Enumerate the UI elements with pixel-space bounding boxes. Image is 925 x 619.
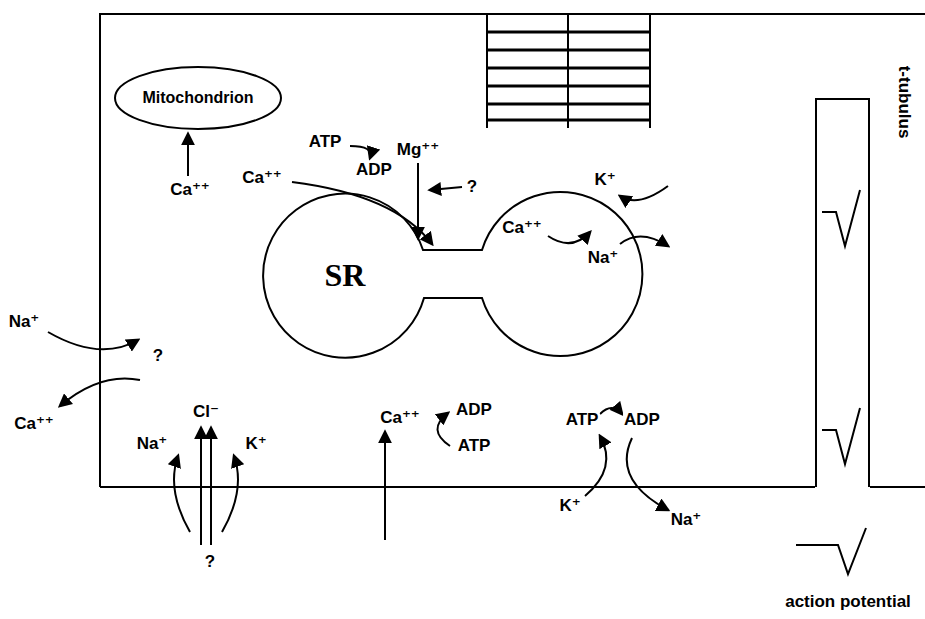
ion-label: ?: [152, 347, 164, 366]
ellipse-outline: [115, 67, 281, 129]
flux-arrow: [620, 236, 668, 246]
sarcolemma: [100, 486, 815, 488]
spike-trace: [822, 408, 860, 464]
flux-arrow: [430, 187, 462, 190]
sarcolemma: [870, 486, 925, 488]
flux-arrow: [548, 232, 590, 243]
ion-label: Ca⁺⁺: [241, 169, 283, 188]
flux-arrow: [627, 438, 668, 510]
flux-arrow: [48, 332, 138, 349]
ion-label: ATP: [565, 411, 600, 430]
ion-label: Ca⁺⁺: [379, 409, 421, 428]
node-label: t-tubulus: [894, 66, 914, 139]
atp-arrow: [350, 146, 371, 158]
ion-label: Ca⁺⁺: [13, 415, 55, 434]
ion-label: K⁺: [593, 171, 616, 190]
transport-arrows: [48, 134, 668, 545]
sarcoplasmic-reticulum: SR: [263, 193, 642, 357]
cell-membrane: [100, 14, 925, 487]
flux-arrow: [417, 163, 419, 238]
sr-outline: [263, 193, 642, 357]
sarcolemma: [100, 14, 925, 487]
flux-arrow: [200, 428, 202, 545]
flux-arrow: [292, 182, 432, 244]
ion-label: K⁺: [558, 497, 581, 516]
atp-arrow: [437, 413, 450, 446]
ion-label: Cl⁻: [192, 403, 220, 422]
node-label: Mitochondrion: [142, 89, 253, 107]
spike-trace: [796, 528, 866, 574]
ion-label: ADP: [455, 401, 493, 420]
flux-arrow: [60, 378, 140, 406]
flux-arrow: [210, 428, 212, 545]
ion-label: action potential: [784, 593, 912, 612]
ion-label: Na⁺: [136, 435, 169, 454]
ion-label: Ca⁺⁺: [169, 181, 211, 200]
ion-label: Na⁺: [587, 249, 620, 268]
mitochondrion: Mitochondrion: [114, 66, 282, 130]
t-tubule: t-tubulus: [815, 98, 870, 487]
ion-label: Na⁺: [8, 313, 41, 332]
ion-label: ADP: [355, 161, 393, 180]
action-potential-trace: [796, 190, 866, 574]
flux-arrow: [585, 436, 606, 496]
flux-arrow: [222, 456, 238, 532]
sr-dumbbell: [263, 192, 642, 358]
ion-label: Ca⁺⁺: [501, 219, 543, 238]
flux-arrow: [384, 432, 386, 540]
node-label: SR: [325, 257, 366, 294]
ion-label: ADP: [623, 411, 661, 430]
ion-label: Mg⁺⁺: [396, 141, 441, 160]
flux-arrow: [187, 134, 189, 176]
ion-label: K⁺: [244, 435, 267, 454]
atp-arrow: [600, 408, 622, 414]
flux-arrow: [174, 456, 190, 532]
ion-label: ATP: [308, 133, 343, 152]
sarcomere: [487, 14, 650, 128]
ion-label: ?: [466, 178, 478, 197]
flux-arrow: [620, 186, 668, 200]
ion-label: ATP: [457, 437, 492, 456]
spike-trace: [822, 190, 860, 246]
ion-label: Na⁺: [670, 511, 703, 530]
ion-label: ?: [204, 553, 216, 572]
